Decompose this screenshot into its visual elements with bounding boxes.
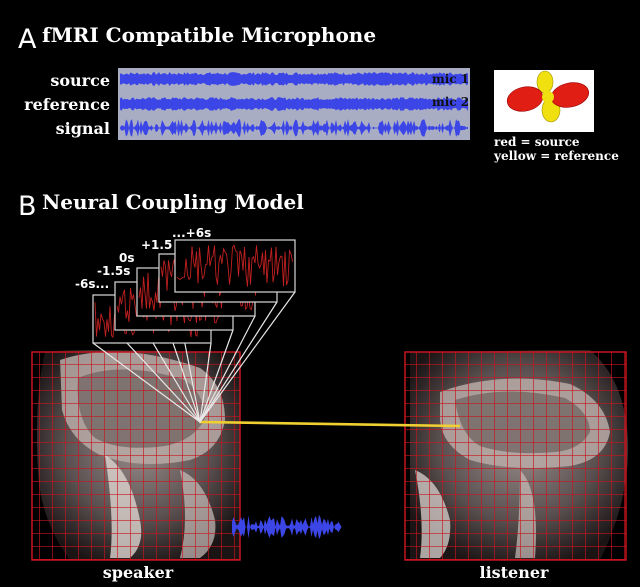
signal-waveform bbox=[120, 119, 468, 137]
mic-1-label: mic 1 bbox=[432, 72, 469, 86]
legend-red-source: red = source bbox=[494, 135, 580, 149]
legend-yellow-reference: yellow = reference bbox=[493, 149, 619, 163]
lag-trace bbox=[176, 244, 293, 287]
lag-windows bbox=[92, 239, 296, 424]
neural-coupling-line bbox=[199, 420, 461, 428]
lag-label-0s: 0s bbox=[119, 251, 135, 265]
track-label-signal: signal bbox=[56, 119, 110, 138]
listener-label: listener bbox=[480, 563, 550, 582]
speaker-label: speaker bbox=[103, 563, 174, 582]
panel-b-title: Neural Coupling Model bbox=[42, 190, 304, 214]
panel-a-letter: A bbox=[18, 24, 37, 55]
panel-b-letter: B bbox=[18, 191, 37, 222]
listener-brain-scan bbox=[404, 350, 629, 561]
lag-label-minus-1-5s: -1.5s bbox=[97, 264, 130, 278]
audio-tracks-panel: mic 1 mic 2 bbox=[118, 68, 470, 140]
panel-a-title: fMRI Compatible Microphone bbox=[42, 23, 376, 47]
speaker-brain-scan bbox=[31, 350, 241, 561]
track-label-reference: reference bbox=[24, 95, 110, 114]
mic-2-label: mic 2 bbox=[432, 95, 469, 109]
lag-label-plus-1-5: +1.5 bbox=[141, 238, 172, 252]
lag-label-minus-6s: -6s... bbox=[75, 277, 109, 291]
source-waveform bbox=[120, 72, 468, 86]
polar-pattern-box bbox=[494, 70, 594, 132]
speech-waveform bbox=[232, 514, 342, 540]
lag-label-plus-6s: ...+6s bbox=[172, 226, 211, 240]
reference-waveform bbox=[120, 97, 468, 111]
track-label-source: source bbox=[50, 71, 110, 90]
